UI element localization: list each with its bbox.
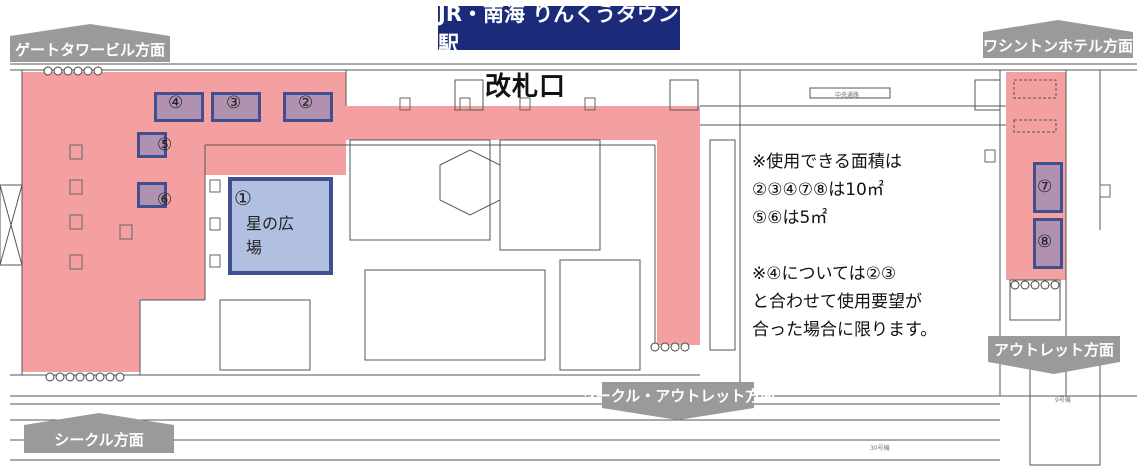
zone-3-label: ③ — [226, 93, 242, 113]
highlight-area-west — [22, 72, 700, 372]
zone-6-box[interactable] — [137, 182, 167, 208]
direction-sign-seacle-outlet: シークル・アウトレット方面 — [581, 382, 775, 408]
zone-4-label: ④ — [168, 93, 184, 113]
zone-3-box[interactable] — [211, 92, 261, 122]
pillars — [69, 97, 1111, 270]
zone-6-label: ⑥ — [157, 190, 173, 210]
direction-sign-gate-tower: ゲートタワービル方面 — [10, 36, 170, 62]
direction-sign-washington-hotel: ワシントンホテル方面 — [983, 32, 1133, 58]
note-line: ⑤⑥は5㎡ — [752, 208, 828, 228]
zone-2-label: ② — [298, 93, 314, 113]
note-line: ※④については②③ — [752, 264, 897, 284]
zone-2-box[interactable] — [283, 92, 333, 122]
zone-5-box[interactable] — [137, 132, 167, 158]
zone-4-box[interactable] — [154, 92, 204, 122]
direction-sign-seacle: シークル方面 — [24, 425, 174, 453]
note-line — [752, 232, 937, 260]
direction-sign-outlet: アウトレット方面 — [988, 336, 1120, 362]
bollard-rows — [43, 66, 1060, 382]
zone-5-label: ⑤ — [157, 135, 173, 155]
zone-1-box[interactable] — [228, 177, 333, 275]
zone-8-label: ⑧ — [1037, 232, 1053, 252]
track-9-label: 9号機 — [1055, 397, 1071, 404]
corridor-center-label: 中央通路 — [835, 92, 860, 99]
track-30-label: 30号機 — [870, 445, 890, 452]
zone-1-name: 星の広場 — [246, 214, 295, 257]
zone-7-box[interactable] — [1033, 162, 1063, 213]
zone-1-label: ① — [234, 186, 252, 210]
usage-notes: ※使用できる面積は ②③④⑦⑧は10㎡ ⑤⑥は5㎡ ※④については②③ と合わせ… — [752, 148, 937, 344]
note-line: と合わせて使用要望が — [752, 292, 922, 312]
note-line: ②③④⑦⑧は10㎡ — [752, 180, 884, 200]
ticket-gate-label: 改札口 — [485, 72, 567, 102]
zone-8-box[interactable] — [1033, 218, 1063, 269]
plan-lines — [0, 63, 1137, 466]
station-name-banner: JR・南海 りんくうタウン駅 — [438, 2, 680, 56]
zone-7-label: ⑦ — [1037, 177, 1053, 197]
note-line: ※使用できる面積は — [752, 152, 902, 172]
note-line: 合った場合に限ります。 — [752, 320, 938, 340]
